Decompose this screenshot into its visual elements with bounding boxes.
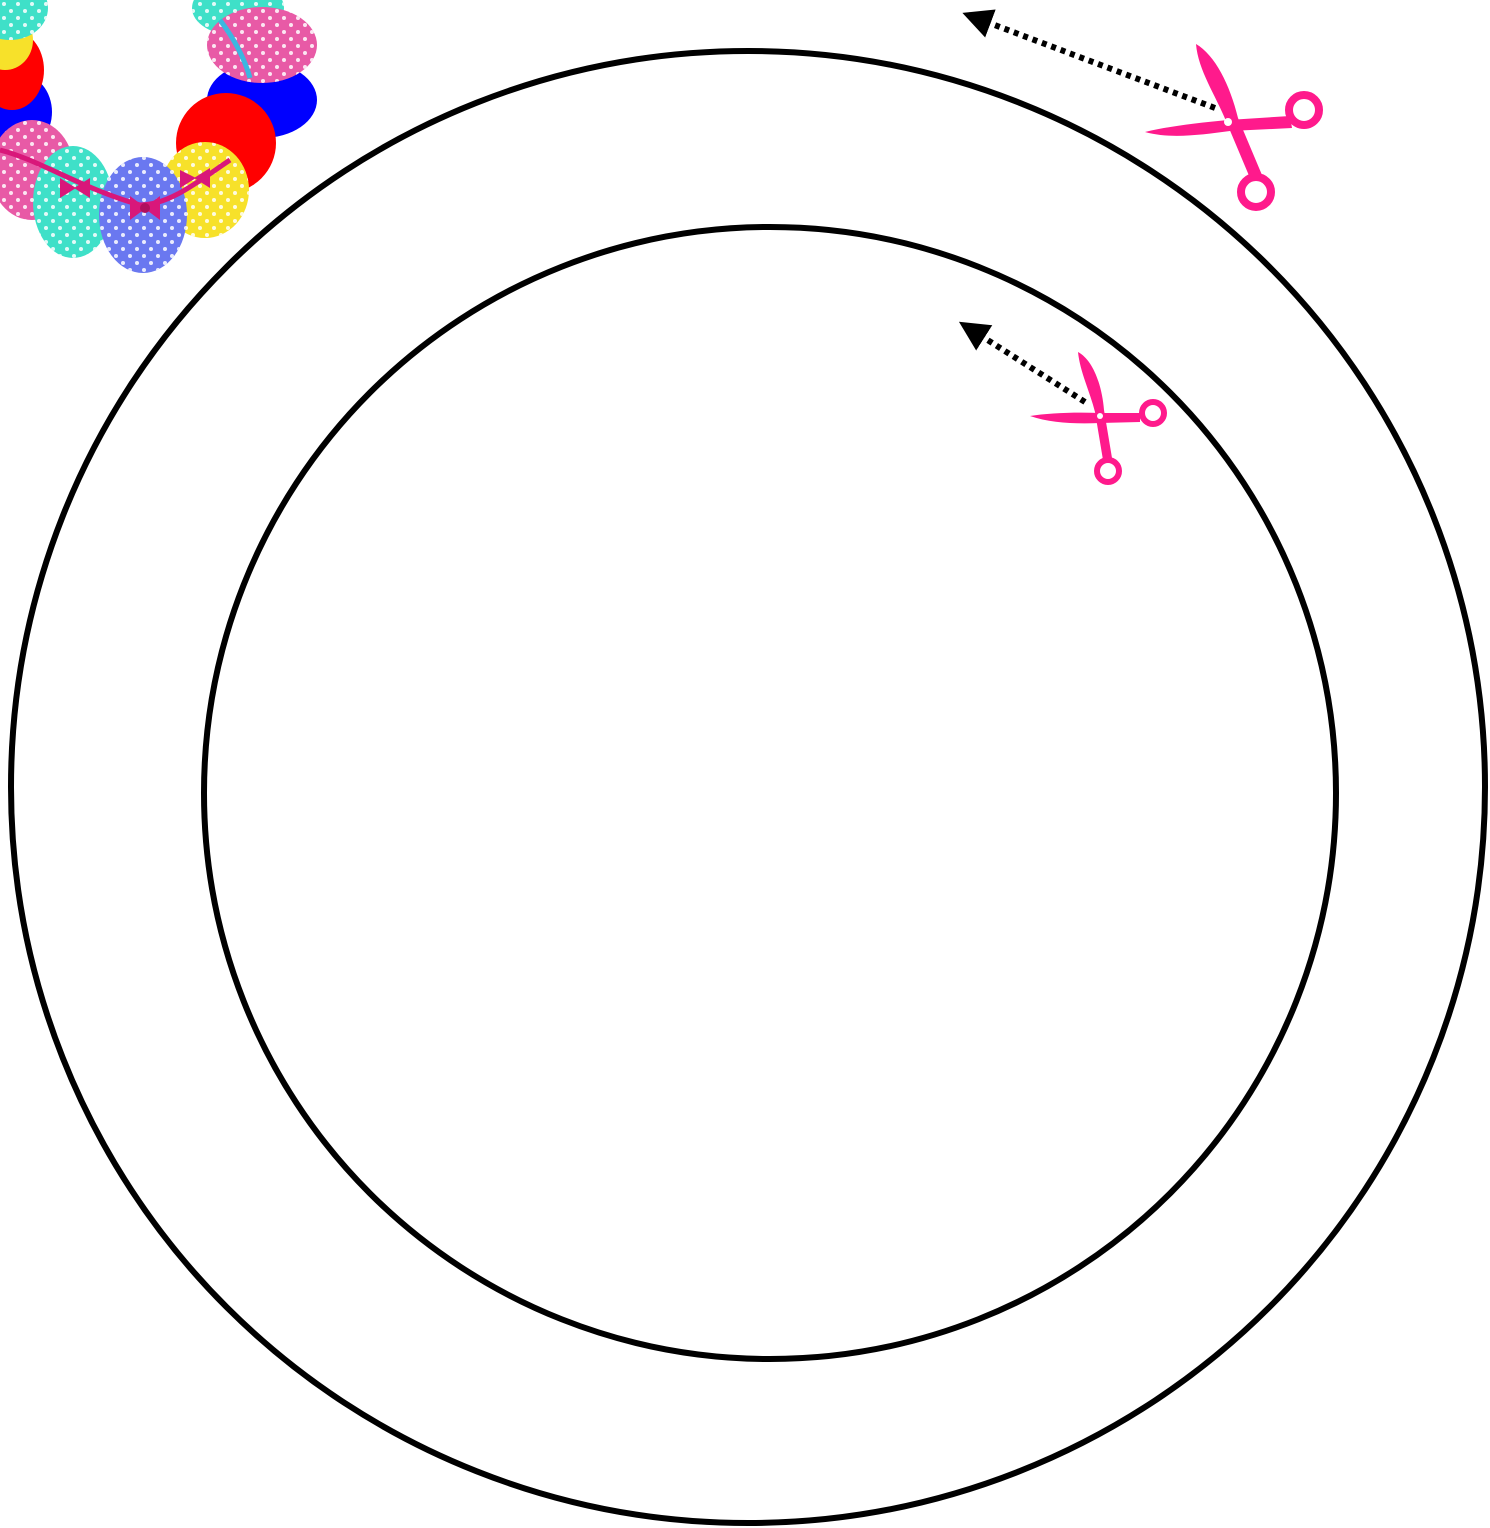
outer-cut-circle: [11, 51, 1485, 1523]
inner-cut-marker: [964, 325, 1164, 482]
outer-cut-marker: [968, 15, 1319, 207]
inner-cut-circle: [204, 227, 1336, 1359]
inner-dotted-arrow: [964, 325, 1085, 402]
easter-egg-wreath-icon: [0, 0, 317, 273]
